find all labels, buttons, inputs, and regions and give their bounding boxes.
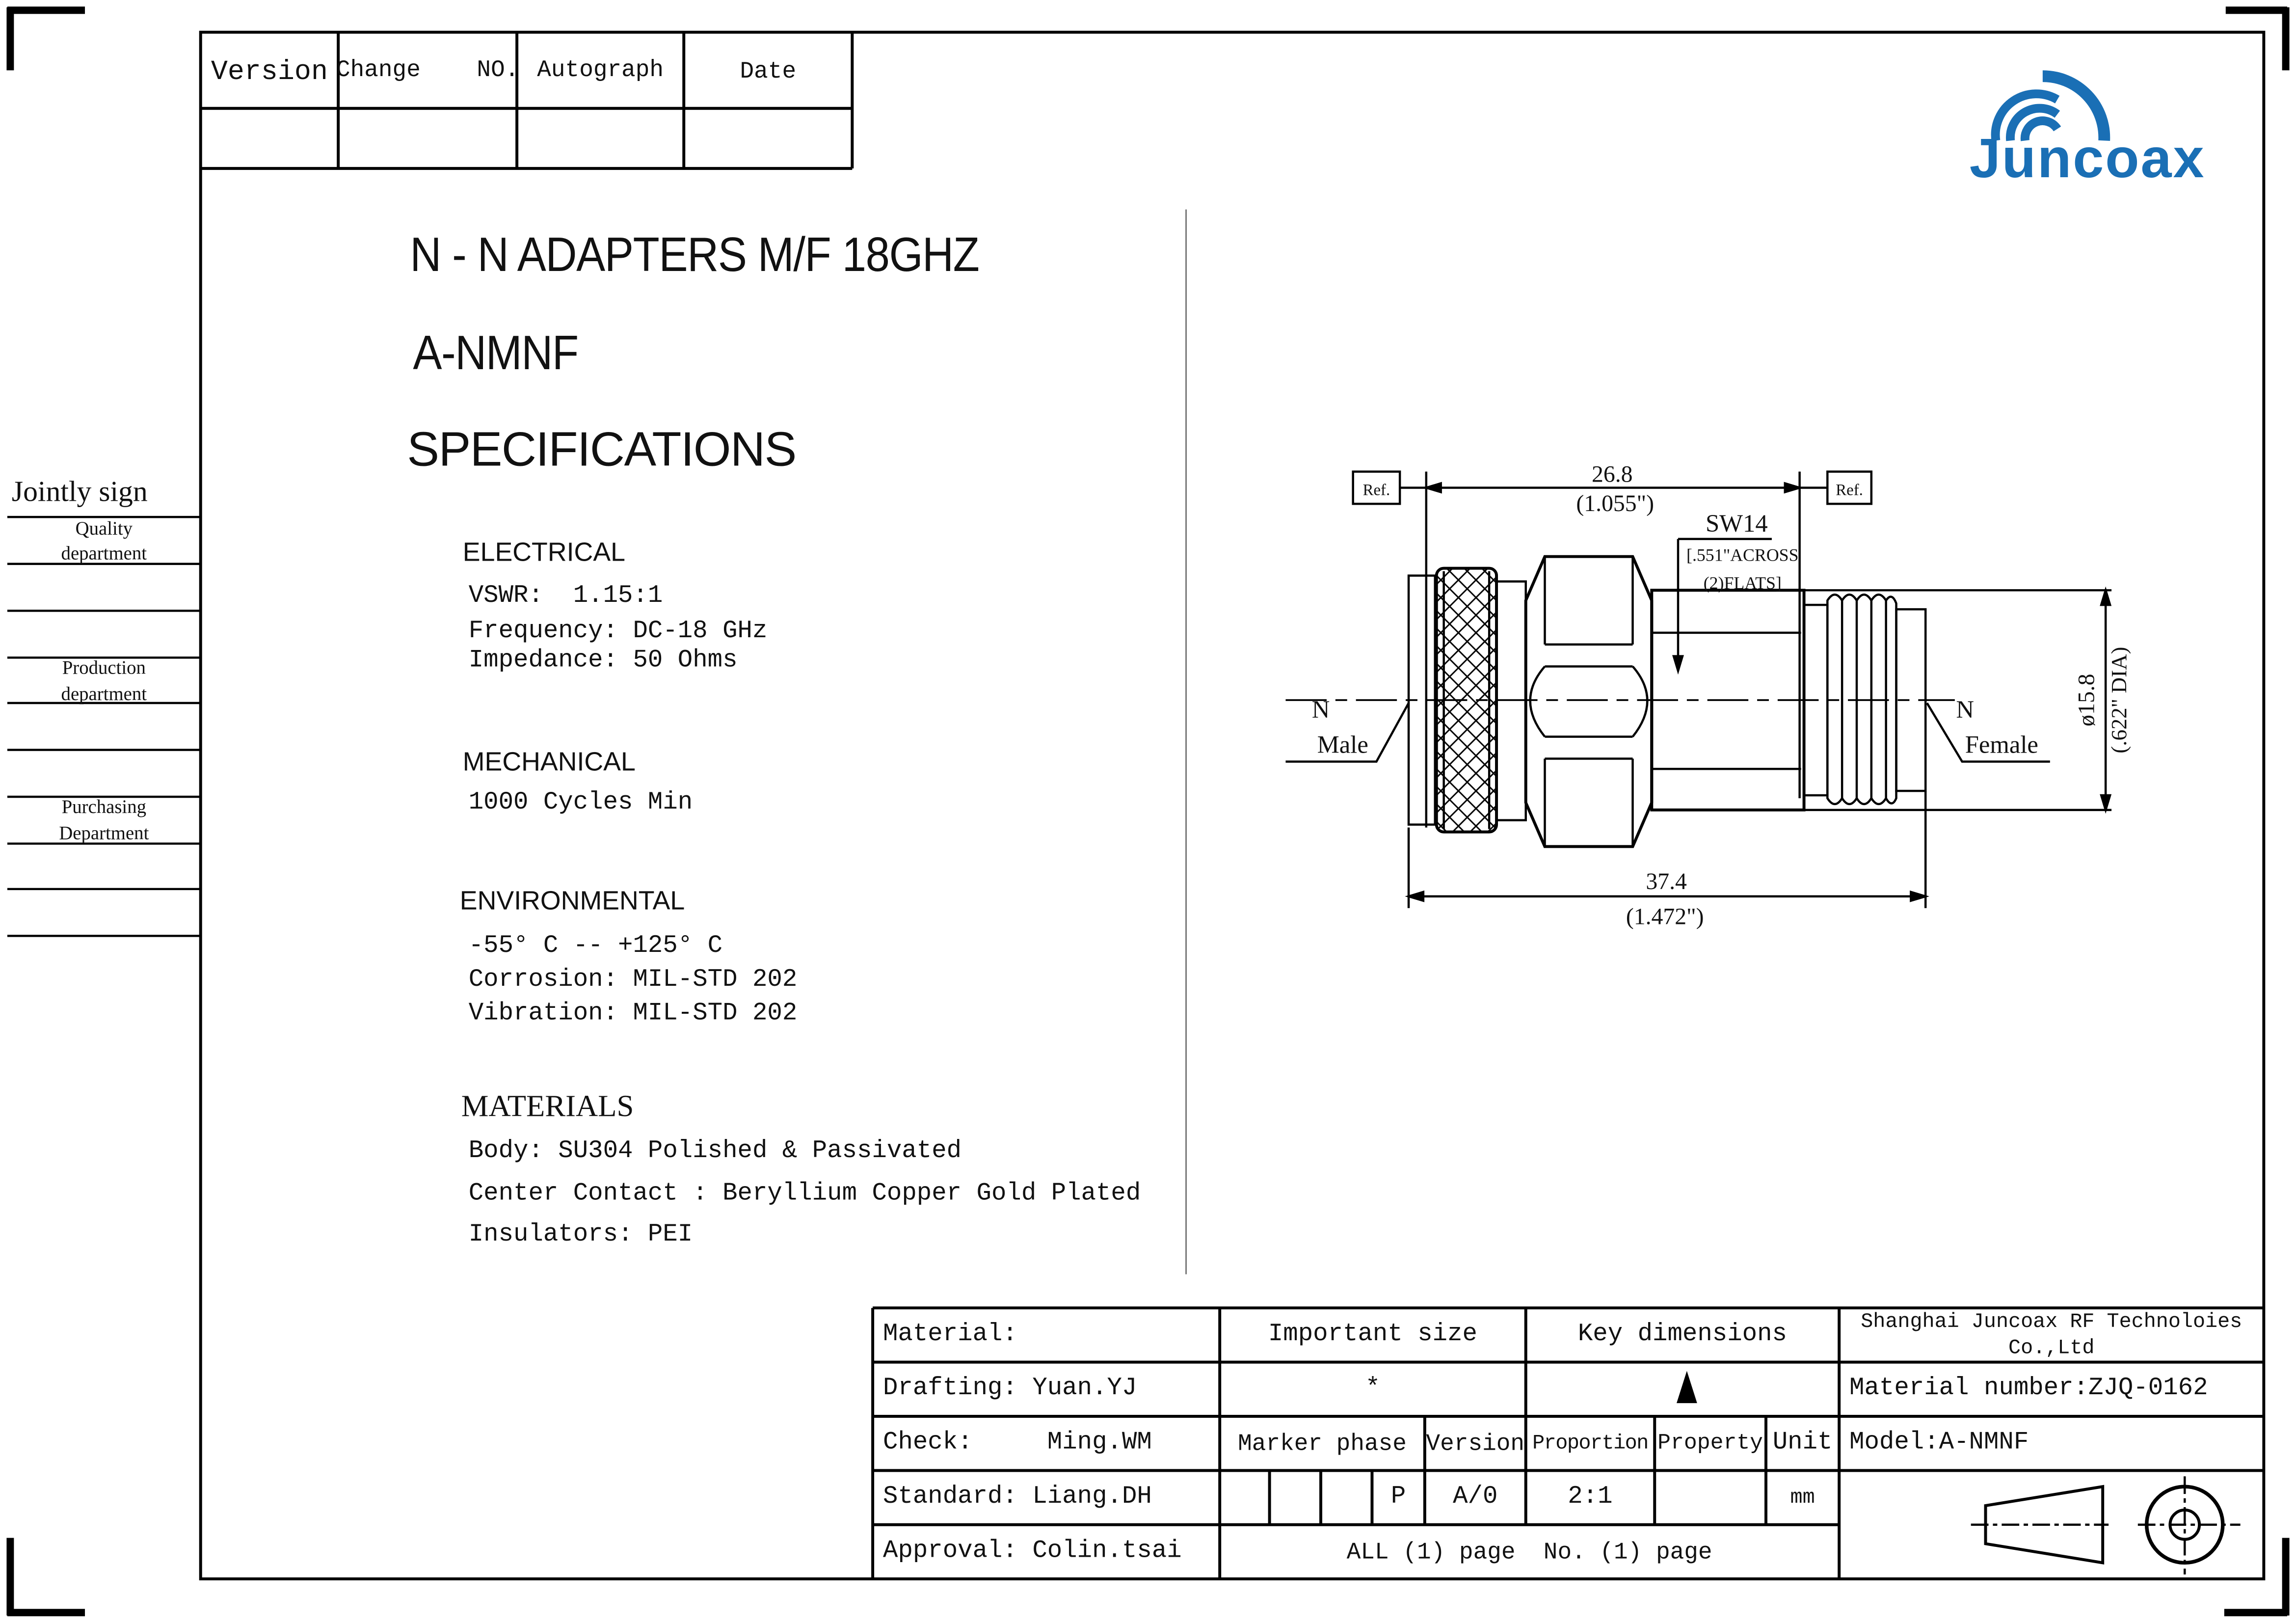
specifications-title: SPECIFICATIONS [407,422,797,476]
page-count: ALL (1) page No. (1) page [1346,1539,1712,1565]
signal-waves-icon [1991,70,2110,141]
dim-1-472-in: (1.472") [1626,904,1704,930]
rev-header-autograph: Autograph [537,57,664,84]
electrical-heading: ELECTRICAL [462,537,626,567]
sw14-label: SW14 [1706,510,1768,537]
phase-p-value: P [1390,1484,1406,1512]
male-label: Male [1317,730,1368,758]
important-size-label: Important size [1268,1321,1477,1349]
dim-dia-in: (.622" DIA) [2107,647,2131,754]
spec-vibration: Vibration: MIL-STD 202 [468,1000,798,1028]
spec-corrosion: Corrosion: MIL-STD 202 [468,967,798,995]
female-n-label: N [1956,696,1974,723]
male-leader [1285,702,1410,763]
material-number: Material number:ZJQ-0162 [1849,1375,2208,1404]
dim-dia-15-8: ø15.8 [2073,674,2099,726]
product-title: N - N ADAPTERS M/F 18GHZ [410,227,980,281]
environmental-heading: ENVIRONMENTAL [459,886,685,916]
spec-cycles: 1000 Cycles Min [468,789,693,817]
mechanical-heading: MECHANICAL [462,747,636,777]
female-leader [1926,702,2050,763]
male-n-label: N [1312,696,1330,723]
important-size-symbol: * [1365,1375,1381,1404]
spec-temperature: -55° C -- +125° C [468,933,723,961]
key-dimension-triangle-icon [1677,1371,1697,1404]
proportion-label: Proportion [1532,1432,1649,1456]
sw-note-flats: (2)FLATS] [1704,573,1782,593]
key-dimensions-label: Key dimensions [1577,1321,1787,1349]
materials-heading: MATERIALS [461,1088,634,1124]
logo-text: Juncoax [1969,129,2206,190]
unit-label: Unit [1772,1429,1833,1458]
marker-phase-label: Marker phase [1238,1430,1407,1457]
female-label: Female [1965,730,2038,758]
rev-header-change-no: Change NO. [338,57,517,84]
check-field: Check: Ming.WM [883,1429,1152,1458]
spec-vswr: VSWR: 1.15:1 [468,583,663,611]
model-field: Model:A-NMNF [1849,1429,2029,1458]
ref-label-right: Ref. [1836,481,1863,499]
juncoax-logo: Juncoax [1970,55,2233,190]
spec-body-material: Body: SU304 Polished & Passivated [468,1138,962,1166]
rev-header-version: Version [211,55,328,88]
corner-marks [6,6,2290,1617]
standard-field: Standard: Liang.DH [883,1484,1152,1512]
drafting-field: Drafting: Yuan.YJ [883,1375,1137,1404]
version-label: Version [1426,1430,1525,1457]
sw-leader [1677,538,1772,667]
revision-table-grid [200,32,854,170]
projection-symbol-icon [1971,1476,2241,1575]
jointly-sign-lines [7,515,201,937]
jointly-sign-label: Jointly sign [11,476,148,509]
spec-insulators: Insulators: PEI [468,1221,693,1249]
model-title: A-NMNF [413,325,579,379]
proportion-value: 2:1 [1568,1484,1613,1512]
unit-value: mm [1790,1486,1815,1510]
dim-37-4: 37.4 [1646,868,1687,894]
dim-line-26-8 [1400,471,1828,828]
dim-1-055-in: (1.055") [1576,490,1654,516]
approval-field: Approval: Colin.tsai [883,1538,1182,1566]
main-border [199,30,2266,1581]
rev-header-date: Date [740,58,797,85]
dim-line-dia [1804,589,2112,812]
female-thread [1826,594,1897,806]
version-value: A/0 [1453,1484,1498,1512]
spec-impedance: Impedance: 50 Ohms [468,647,738,676]
ref-label-left: Ref. [1363,481,1390,499]
sw-note-across: [.551"ACROSS [1686,545,1798,565]
dim-26-8: 26.8 [1592,461,1633,487]
spec-frequency: Frequency: DC-18 GHz [468,618,768,646]
material-label: Material: [883,1321,1017,1349]
property-label: Property [1657,1431,1763,1456]
title-block-grid [871,1306,2264,1579]
spec-center-contact: Center Contact : Beryllium Copper Gold P… [468,1180,1141,1209]
